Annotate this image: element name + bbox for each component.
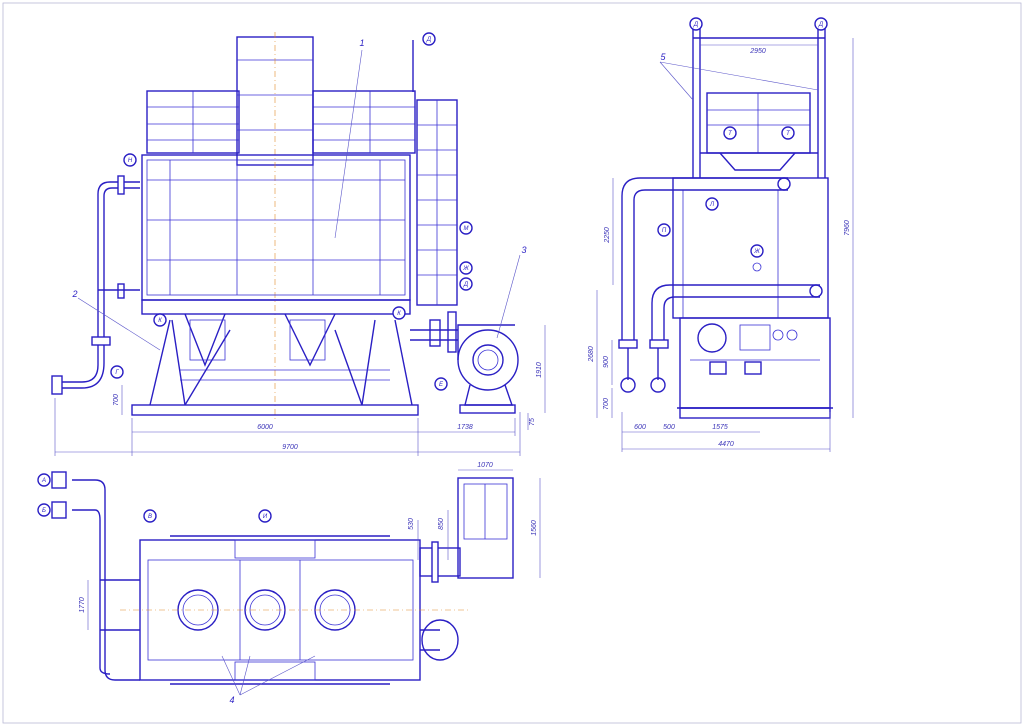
- callout-1: 1: [359, 38, 364, 48]
- dim-side-900: 900: [603, 356, 610, 368]
- dim-front-1738: 1738: [457, 424, 473, 431]
- dim-front-1910: 1910: [536, 362, 543, 378]
- plan-view: [51, 469, 541, 685]
- callout-2: 2: [71, 289, 77, 299]
- tag-m: М: [464, 226, 469, 232]
- dim-front-9700: 9700: [282, 444, 298, 451]
- tag-k-left: К: [158, 318, 162, 324]
- dim-front-75: 75: [529, 418, 536, 426]
- dim-plan-1070: 1070: [477, 462, 493, 469]
- tag-g: Г: [115, 370, 119, 376]
- dim-front-6000: 6000: [257, 424, 273, 431]
- tag-t-left: Т: [728, 131, 733, 137]
- dim-side-7960: 7960: [844, 220, 851, 236]
- dim-side-4470: 4470: [718, 441, 734, 448]
- callout-5: 5: [660, 52, 666, 62]
- tag-l: Л: [709, 202, 715, 208]
- dim-side-2250: 2250: [604, 227, 611, 244]
- tag-i: И: [263, 514, 268, 520]
- dim-side-600: 600: [634, 424, 646, 431]
- callout-3: 3: [521, 245, 526, 255]
- tag-d-front: Д: [463, 282, 469, 288]
- tag-zh-front: Ж: [462, 266, 469, 272]
- dim-side-2950: 2950: [749, 48, 766, 55]
- tag-d-top: Д: [426, 37, 432, 43]
- tag-bubbles: [37, 17, 828, 523]
- tag-n: Н: [128, 158, 133, 164]
- tag-a: А: [41, 478, 46, 484]
- tag-v: В: [148, 514, 152, 520]
- tag-e: Е: [439, 382, 444, 388]
- callout-4: 4: [229, 695, 234, 705]
- tag-d-side-left: Д: [693, 22, 699, 28]
- tag-b: Б: [42, 508, 46, 514]
- tag-p: П: [662, 228, 667, 234]
- dim-plan-530: 530: [408, 518, 415, 530]
- tag-t-right: Т: [786, 131, 791, 137]
- side-view: [596, 28, 854, 452]
- tag-k-right: К: [397, 311, 401, 317]
- dim-side-700: 700: [603, 398, 610, 410]
- tag-d-side-right: Д: [818, 22, 824, 28]
- callout-leaders: [77, 49, 819, 696]
- front-view: [51, 32, 546, 456]
- dim-side-2680: 2680: [588, 346, 595, 363]
- dim-plan-850: 850: [438, 518, 445, 530]
- dim-side-500: 500: [663, 424, 675, 431]
- tag-zh-side: Ж: [753, 249, 760, 255]
- dim-plan-1770: 1770: [79, 597, 86, 613]
- dim-front-700: 700: [113, 394, 120, 406]
- dim-side-1575: 1575: [712, 424, 728, 431]
- dim-plan-1560: 1560: [531, 520, 538, 536]
